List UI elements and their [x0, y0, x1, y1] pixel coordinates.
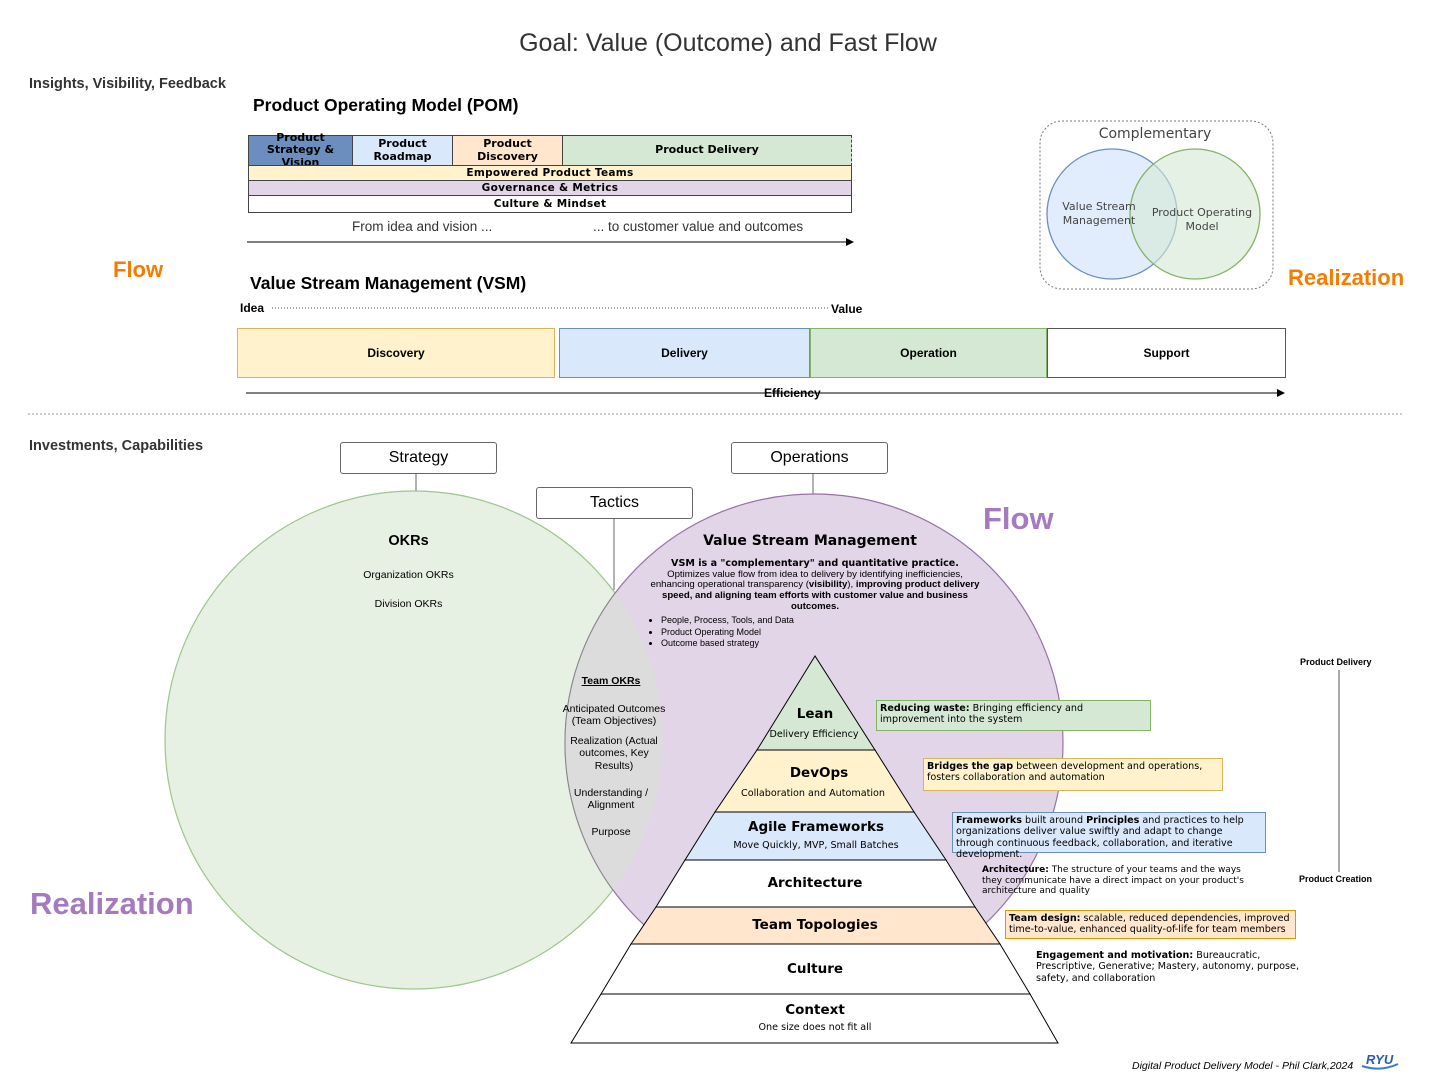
team-okrs-item: Anticipated Outcomes (Team Objectives) [562, 703, 666, 728]
vsm-efficiency-arrow [246, 389, 1285, 397]
team-okrs-item: Realization (Actual outcomes, Key Result… [570, 735, 658, 772]
vsm-circle-title: Value Stream Management [703, 533, 917, 549]
tier-title: Agile Frameworks [748, 819, 884, 835]
vsm-value-label: Value [831, 302, 863, 316]
note-devops: Bridges the gap between development and … [923, 758, 1223, 791]
pom-heading: Product Operating Model (POM) [253, 95, 519, 115]
section-divider [28, 413, 1402, 415]
tier-title: DevOps [789, 765, 849, 781]
pom-arrow [247, 238, 854, 246]
pom-cell-roadmap: Product Roadmap [352, 135, 453, 166]
note-architecture: Architecture: The structure of your team… [982, 865, 1244, 897]
vsm-circle-body: Optimizes value flow from idea to delive… [650, 568, 980, 612]
axis-label-top: Product Delivery [1300, 657, 1372, 667]
tier-subtitle: Move Quickly, MVP, Small Batches [733, 840, 899, 851]
page-title: Goal: Value (Outcome) and Fast Flow [519, 29, 937, 57]
pyramid-tier-devops [714, 749, 915, 813]
pom-cell-discovery: Product Discovery [452, 135, 563, 166]
vsm-bullet: People, Process, Tools, and Data [661, 615, 794, 627]
tier-title: Team Topologies [752, 917, 878, 933]
operations-box: Operations [731, 442, 888, 474]
vsm-efficiency-label: Efficiency [764, 386, 821, 400]
vsm-circle-bullets: People, Process, Tools, and Data Product… [646, 615, 794, 650]
complementary-venn [1039, 120, 1274, 290]
note-lean: Reducing waste: Bringing efficiency and … [876, 700, 1151, 731]
okrs-title: OKRs [388, 533, 429, 549]
bottom-section-label: Investments, Capabilities [29, 438, 204, 454]
pyramid-tier-context [570, 993, 1059, 1044]
tier-subtitle: Delivery Efficiency [769, 729, 859, 740]
pom-cell-delivery: Product Delivery [562, 135, 852, 166]
vsm-stage-operation: Operation [810, 328, 1047, 378]
realization-label-bottom: Realization [30, 886, 194, 921]
top-section-label: Insights, Visibility, Feedback [29, 76, 226, 92]
strategy-box: Strategy [340, 442, 497, 474]
tier-title: Lean [796, 706, 834, 722]
note-culture: Engagement and motivation: Bureaucratic,… [1036, 950, 1299, 984]
complementary-right-label: Product Operating Model [1151, 206, 1253, 233]
team-okrs-item: Understanding / Alignment [573, 787, 649, 812]
pom-to-text: ... to customer value and outcomes [593, 219, 804, 234]
tier-title: Architecture [767, 875, 863, 891]
vsm-idea-label: Idea [240, 301, 265, 315]
vsm-circle-description: VSM is a "complementary" and quantitativ… [645, 558, 985, 613]
vsm-stage-delivery: Delivery [559, 328, 810, 378]
okrs-item: Organization OKRs [363, 569, 454, 581]
vsm-bullet: Outcome based strategy [661, 638, 794, 650]
team-okrs-item: Purpose [591, 826, 631, 838]
vsm-heading: Value Stream Management (VSM) [250, 273, 527, 293]
tier-subtitle: Collaboration and Automation [741, 788, 885, 799]
vsm-idea-value-line [272, 307, 830, 309]
tier-title: Culture [786, 961, 844, 977]
vsm-bullet: Product Operating Model [661, 627, 794, 639]
pom-from-text: From idea and vision ... [352, 219, 493, 234]
note-team-topologies: Team design: scalable, reduced dependenc… [1005, 910, 1296, 939]
pom-band-culture: Culture & Mindset [248, 195, 852, 213]
realization-label-right: Realization [1288, 265, 1405, 290]
complementary-title: Complementary [1098, 126, 1212, 142]
axis-label-bottom: Product Creation [1299, 874, 1373, 884]
vsm-circle-lead: VSM is a "complementary" and quantitativ… [671, 558, 959, 569]
okrs-item: Division OKRs [374, 598, 443, 610]
vsm-stage-support: Support [1047, 328, 1286, 378]
complementary-left-label: Value Stream Management [1062, 200, 1136, 227]
team-okrs-title: Team OKRs [581, 675, 641, 687]
note-agile: Frameworks built around Principles and p… [952, 812, 1266, 860]
footer-credit: Digital Product Delivery Model - Phil Cl… [1132, 1060, 1354, 1072]
flow-label-left: Flow [113, 257, 164, 282]
pom-band-governance: Governance & Metrics [248, 180, 852, 196]
tier-subtitle: One size does not fit all [758, 1022, 872, 1033]
ryu-logo: RYU [1358, 1052, 1402, 1072]
tier-title: Context [785, 1002, 845, 1018]
vsm-stage-discovery: Discovery [237, 328, 555, 378]
tactics-box: Tactics [536, 487, 693, 519]
flow-label-bottom: Flow [983, 501, 1054, 536]
